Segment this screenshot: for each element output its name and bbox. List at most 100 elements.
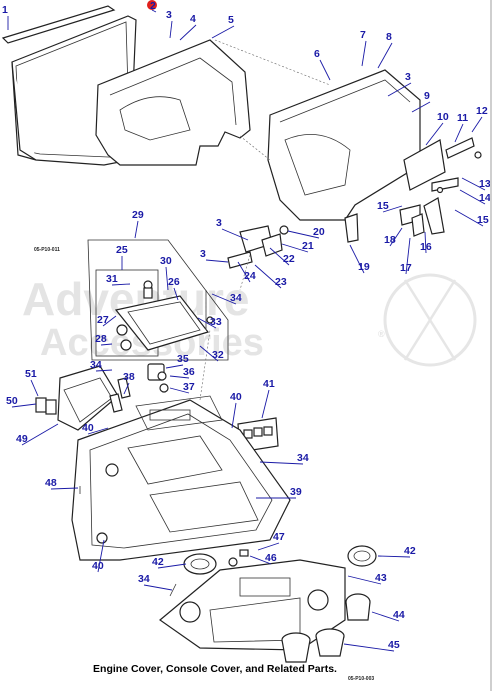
leader-line [87,427,109,435]
callout-10: 10 [437,111,449,123]
callout-45: 45 [388,639,400,651]
leader-line [221,228,249,241]
leader-line [143,584,173,591]
leader-line [471,116,483,133]
callout-34: 34 [230,292,242,304]
callout-35: 35 [177,353,189,365]
callout-5: 5 [228,14,234,26]
gauge-bezels [183,545,377,575]
leader-line [21,423,59,446]
callout-8: 8 [386,31,392,43]
callout-15: 15 [377,200,389,212]
callout-33: 33 [210,316,222,328]
callout-37: 37 [183,381,195,393]
leader-line [424,231,427,254]
screws [79,486,249,597]
leader-lines [7,9,486,652]
callout-34: 34 [297,452,309,464]
leader-line [254,264,282,289]
callout-3: 3 [200,248,206,260]
callout-38: 38 [123,371,135,383]
leader-line [257,542,280,551]
callout-21: 21 [302,240,314,252]
leader-line [199,345,219,362]
callout-16: 16 [420,241,432,253]
callout-24: 24 [244,270,256,282]
callout-27: 27 [97,314,109,326]
callout-50: 50 [6,395,18,407]
callout-51: 51 [25,368,37,380]
page-border [490,0,492,691]
watermark-mark: ® [378,329,385,339]
leader-line [205,259,229,263]
leader-line [377,555,411,558]
figure-caption: Engine Cover, Console Cover, and Related… [93,663,337,675]
engine-cover-rear [95,39,251,166]
callout-42: 42 [404,545,416,557]
leader-line [211,293,237,305]
callout-42: 42 [152,556,164,568]
leader-line [454,123,464,143]
leader-line [371,611,400,622]
hinge-parts [227,225,289,269]
figure-id-top: 05-P10-011 [34,247,60,253]
callout-18: 18 [384,234,396,246]
small-hardware [109,363,169,413]
callout-41: 41 [263,378,275,390]
leader-line [11,403,37,408]
callout-40: 40 [92,560,104,572]
callout-32: 32 [212,349,224,361]
leader-line [157,563,187,569]
leader-line [169,20,173,39]
switch-housing [35,365,119,431]
leader-line [151,9,157,13]
callout-1: 1 [2,4,8,16]
leader-line [173,287,179,301]
dash-tray [159,559,346,651]
leader-line [237,261,251,283]
leader-line [165,364,184,369]
callout-43: 43 [375,572,387,584]
leader-line [382,205,403,213]
highlight-badge [147,0,157,10]
callout-30: 30 [160,255,172,267]
leader-line [249,555,272,565]
callout-40: 40 [82,422,94,434]
callout-9: 9 [424,90,430,102]
engine-cover-front [267,69,421,221]
leader-line [287,230,320,239]
callout-34: 34 [138,573,150,585]
callout-11: 11 [457,112,468,124]
leader-line [50,487,79,490]
leader-line [459,189,486,205]
callout-39: 39 [290,486,302,498]
callout-4: 4 [190,13,196,25]
leader-line [123,382,130,395]
console-cover [71,395,291,561]
guide-lines [199,39,331,401]
leader-line [319,59,331,81]
callout-3: 3 [216,217,222,229]
leader-line [97,539,105,573]
leader-line [425,122,444,146]
cup-holders [281,593,371,663]
leader-line [405,237,411,275]
callout-36: 36 [183,366,195,378]
callout-31: 31 [106,273,118,285]
leader-line [197,317,217,329]
callout-47: 47 [273,531,285,543]
callout-40: 40 [230,391,242,403]
callout-22: 22 [283,253,295,265]
hinge-bracket [344,213,359,243]
callout-23: 23 [275,276,287,288]
leader-line [343,643,395,652]
latch-assembly [399,137,482,237]
callout-49: 49 [16,433,28,445]
leader-line [179,24,197,41]
leader-line [102,315,117,327]
leader-line [454,209,484,227]
leader-line [347,575,382,585]
callout-29: 29 [132,209,144,221]
leader-line [389,227,403,247]
